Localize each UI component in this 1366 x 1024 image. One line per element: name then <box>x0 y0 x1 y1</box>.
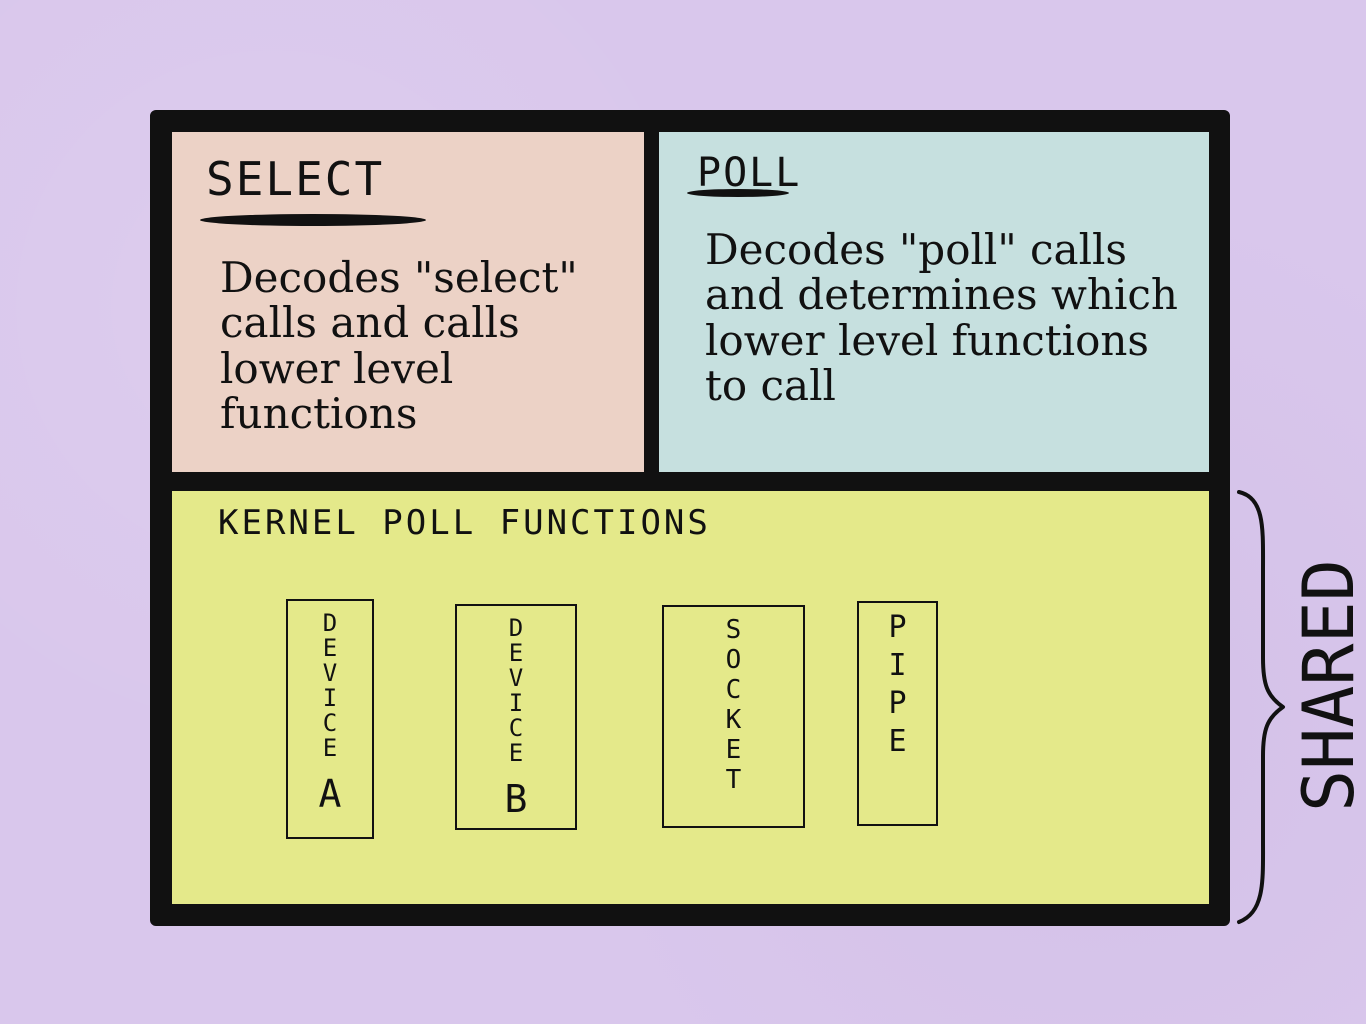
socket-letter: E <box>725 735 742 765</box>
poll-description: Decodes "poll" calls and determines whic… <box>705 225 1178 411</box>
device-a-letter: V <box>322 659 338 687</box>
device-a-label: D E V I C E A <box>288 611 372 827</box>
device-a-letter: C <box>322 709 338 737</box>
socket-box: S O C K E T <box>662 605 805 828</box>
device-b-letter: E <box>508 739 524 767</box>
device-a-box: D E V I C E A <box>286 599 374 839</box>
device-a-letter: I <box>322 684 338 712</box>
socket-letter: S <box>725 615 742 645</box>
select-title: SELECT <box>206 152 385 206</box>
kernel-poll-functions-title: KERNEL POLL FUNCTIONS <box>218 503 711 543</box>
device-b-letter: D <box>508 614 524 642</box>
device-b-letter: C <box>508 714 524 742</box>
device-b-box: D E V I C E B <box>455 604 577 830</box>
pipe-letter: P <box>888 610 907 645</box>
poll-title: POLL <box>697 150 802 196</box>
pipe-letter: P <box>888 686 907 721</box>
shared-label: SHARED <box>1288 559 1366 813</box>
poll-title-underline <box>687 189 789 197</box>
socket-letter: K <box>725 705 742 735</box>
shared-brace <box>1237 490 1285 924</box>
pipe-letter: E <box>888 724 907 759</box>
device-a-letter: E <box>322 634 338 662</box>
pipe-box: P I P E <box>857 601 938 826</box>
device-a-letter: E <box>322 734 338 762</box>
device-b-letter: V <box>508 664 524 692</box>
device-b-letter: E <box>508 639 524 667</box>
device-a-letter: A <box>318 772 342 816</box>
poll-section: POLL Decodes "poll" calls and determines… <box>659 132 1209 472</box>
select-title-underline <box>200 214 426 226</box>
select-section: SELECT Decodes "select" calls and calls … <box>172 132 644 472</box>
device-b-label: D E V I C E B <box>457 616 575 818</box>
socket-letter: O <box>725 645 742 675</box>
kernel-poll-functions-section: KERNEL POLL FUNCTIONS <box>172 491 1209 904</box>
socket-letter: T <box>725 765 742 795</box>
device-b-letter: B <box>504 777 528 821</box>
device-a-letter: D <box>322 609 338 637</box>
pipe-label: P I P E <box>859 613 936 814</box>
socket-label: S O C K E T <box>664 617 803 816</box>
select-description: Decodes "select" calls and calls lower l… <box>220 253 578 439</box>
socket-letter: C <box>725 675 742 705</box>
pipe-letter: I <box>888 648 907 683</box>
device-b-letter: I <box>508 689 524 717</box>
